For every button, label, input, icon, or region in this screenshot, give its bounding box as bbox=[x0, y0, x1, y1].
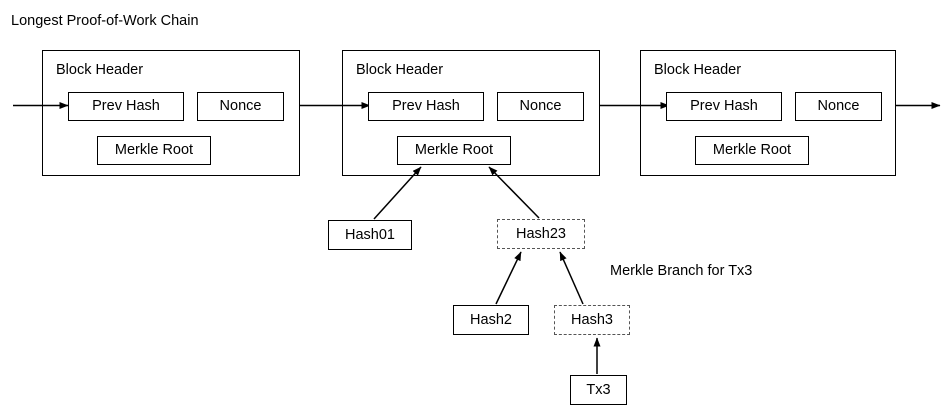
block-3-header-label: Block Header bbox=[654, 62, 742, 78]
arrow-hash3-to-hash23 bbox=[559, 251, 584, 305]
merkle-node-hash23[interactable]: Hash23 bbox=[497, 219, 585, 249]
block-1-prev-hash-field[interactable]: Prev Hash bbox=[68, 92, 184, 121]
block-1: Block Header Prev Hash Nonce Merkle Root bbox=[42, 50, 300, 176]
block-2: Block Header Prev Hash Nonce Merkle Root bbox=[342, 50, 600, 176]
merkle-node-hash2[interactable]: Hash2 bbox=[453, 305, 529, 335]
block-3: Block Header Prev Hash Nonce Merkle Root bbox=[640, 50, 896, 176]
merkle-node-hash3[interactable]: Hash3 bbox=[554, 305, 630, 335]
merkle-branch-annotation: Merkle Branch for Tx3 bbox=[610, 263, 753, 279]
block-3-prev-hash-field[interactable]: Prev Hash bbox=[666, 92, 782, 121]
block-1-merkle-root-field[interactable]: Merkle Root bbox=[97, 136, 211, 165]
block-2-nonce-field[interactable]: Nonce bbox=[497, 92, 584, 121]
block-1-nonce-field[interactable]: Nonce bbox=[197, 92, 284, 121]
block-2-merkle-root-field[interactable]: Merkle Root bbox=[397, 136, 511, 165]
block-1-header-label: Block Header bbox=[56, 62, 144, 78]
block-3-nonce-field[interactable]: Nonce bbox=[795, 92, 882, 121]
merkle-node-hash01[interactable]: Hash01 bbox=[328, 220, 412, 250]
merkle-node-tx3[interactable]: Tx3 bbox=[570, 375, 627, 405]
diagram-title: Longest Proof-of-Work Chain bbox=[11, 13, 199, 29]
block-3-merkle-root-field[interactable]: Merkle Root bbox=[695, 136, 809, 165]
block-2-header-label: Block Header bbox=[356, 62, 444, 78]
block-2-prev-hash-field[interactable]: Prev Hash bbox=[368, 92, 484, 121]
arrow-hash2-to-hash23 bbox=[495, 251, 522, 305]
